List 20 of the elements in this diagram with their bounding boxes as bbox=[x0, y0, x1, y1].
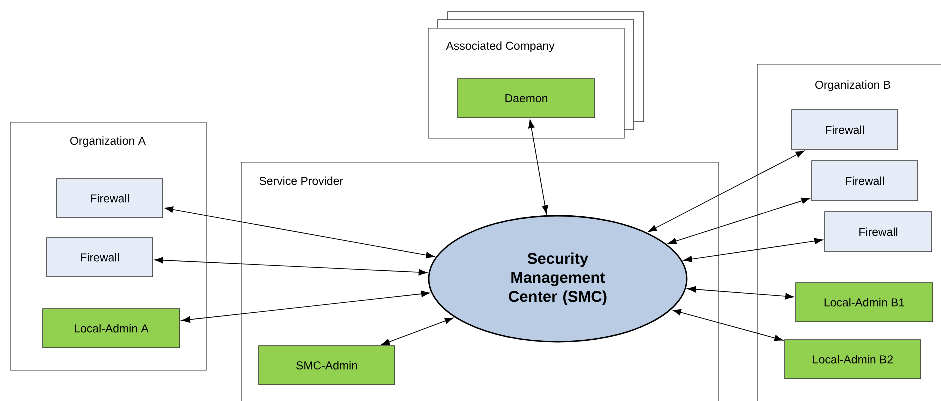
firewall-box: Firewall bbox=[812, 160, 918, 202]
arrow bbox=[684, 238, 824, 263]
arrow bbox=[182, 290, 430, 324]
arrow bbox=[154, 257, 428, 276]
admin-box: Local-Admin B2 bbox=[784, 340, 922, 380]
arrow bbox=[648, 150, 805, 232]
arrow bbox=[381, 318, 454, 346]
admin-box: Daemon bbox=[458, 78, 596, 118]
firewall-box: Firewall bbox=[792, 110, 898, 150]
firewall-box: Firewall bbox=[46, 238, 154, 278]
admin-box: Local-Admin A bbox=[42, 308, 180, 348]
firewall-box: Firewall bbox=[824, 212, 932, 252]
admin-box: Local-Admin B1 bbox=[796, 282, 934, 322]
arrow bbox=[672, 309, 784, 342]
arrow bbox=[528, 120, 548, 214]
admin-box: SMC-Admin bbox=[258, 346, 396, 386]
arrow bbox=[688, 286, 794, 300]
arrow bbox=[164, 206, 435, 259]
firewall-box: Firewall bbox=[56, 178, 164, 218]
arrow bbox=[668, 198, 810, 244]
